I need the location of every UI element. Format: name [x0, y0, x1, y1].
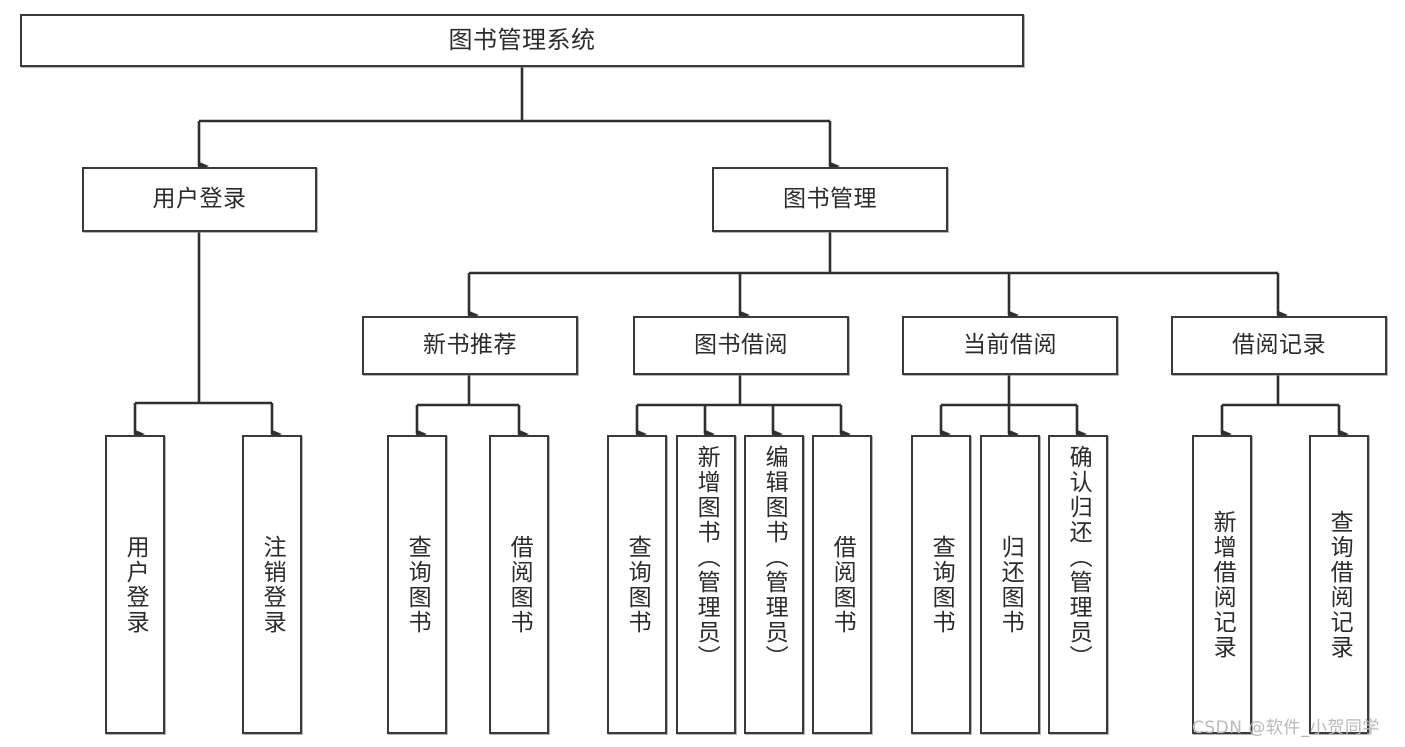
- node-borrowing-records[interactable]: 借阅记录: [1171, 316, 1387, 375]
- node-label: 编辑图书（管理员）: [761, 445, 788, 670]
- leaf-book-borrow-add-book-admin[interactable]: 新增图书（管理员）: [676, 435, 736, 734]
- leaf-new-book-query-books[interactable]: 查询图书: [387, 435, 447, 734]
- leaf-book-borrow-edit-book-admin[interactable]: 编辑图书（管理员）: [744, 435, 804, 734]
- node-label: 新增图书（管理员）: [693, 445, 720, 670]
- node-label: 用户登录: [122, 534, 149, 635]
- node-label: 确认归还（管理员）: [1065, 445, 1092, 670]
- leaf-user-login-logout[interactable]: 注销登录: [242, 435, 302, 734]
- node-label: 当前借阅: [963, 331, 1057, 358]
- leaf-book-borrow-query-books[interactable]: 查询图书: [607, 435, 667, 734]
- node-user-login[interactable]: 用户登录: [82, 167, 317, 232]
- node-current-borrowing[interactable]: 当前借阅: [902, 316, 1118, 375]
- node-label: 注销登录: [259, 534, 286, 635]
- leaf-current-borrow-confirm-return-admin[interactable]: 确认归还（管理员）: [1048, 435, 1108, 734]
- node-label: 用户登录: [152, 185, 247, 212]
- leaf-current-borrow-return-books[interactable]: 归还图书: [980, 435, 1040, 734]
- node-label: 图书管理: [783, 185, 877, 212]
- leaf-book-borrow-borrow-books[interactable]: 借阅图书: [812, 435, 872, 734]
- node-label: 查询图书: [928, 534, 955, 635]
- node-root-book-management-system[interactable]: 图书管理系统: [20, 14, 1024, 67]
- node-book-management[interactable]: 图书管理: [712, 167, 948, 232]
- node-label: 查询图书: [404, 534, 431, 635]
- node-label: 查询借阅记录: [1326, 509, 1353, 660]
- leaf-borrow-record-add-record[interactable]: 新增借阅记录: [1192, 435, 1252, 734]
- node-label: 查询图书: [624, 534, 651, 635]
- leaf-borrow-record-query-record[interactable]: 查询借阅记录: [1309, 435, 1369, 734]
- leaf-current-borrow-query-books[interactable]: 查询图书: [911, 435, 971, 734]
- leaf-user-login-login[interactable]: 用户登录: [105, 435, 165, 734]
- node-label: 图书管理系统: [448, 26, 596, 55]
- node-label: 借阅记录: [1232, 331, 1326, 358]
- leaf-new-book-borrow-books[interactable]: 借阅图书: [489, 435, 549, 734]
- node-label: 新增借阅记录: [1209, 509, 1236, 660]
- node-new-book-recommendation[interactable]: 新书推荐: [362, 316, 578, 375]
- watermark: CSDN @软件_小贺同学: [1192, 718, 1380, 738]
- node-label: 借阅图书: [829, 534, 856, 635]
- node-label: 归还图书: [997, 534, 1024, 635]
- node-label: 图书借阅: [694, 331, 788, 358]
- node-label: 借阅图书: [506, 534, 533, 635]
- node-label: 新书推荐: [423, 331, 517, 358]
- node-book-borrowing[interactable]: 图书借阅: [633, 316, 849, 375]
